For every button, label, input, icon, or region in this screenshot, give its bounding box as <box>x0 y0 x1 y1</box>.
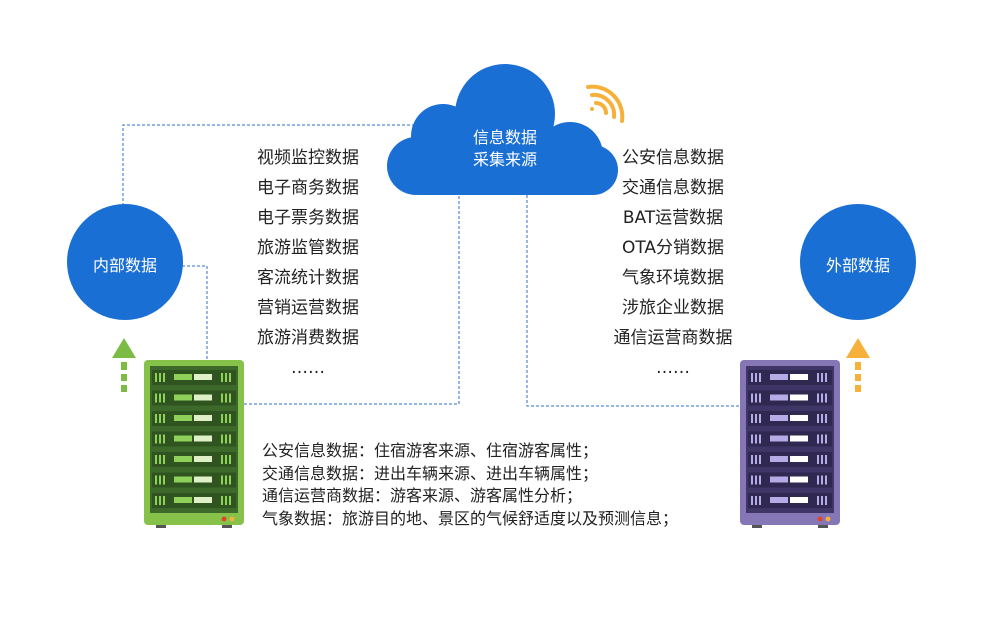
internal-source-item: 旅游消费数据 <box>257 328 359 348</box>
cloud-label-line1: 信息数据 <box>472 128 537 147</box>
internal-source-item: 旅游监管数据 <box>257 238 359 258</box>
internal-source-item: …… <box>291 358 325 378</box>
internal-data-label: 内部数据 <box>92 256 157 275</box>
external-source-item: 通信运营商数据 <box>613 328 733 348</box>
external-source-item: 公安信息数据 <box>622 148 724 168</box>
external-source-item: OTA分销数据 <box>621 238 725 258</box>
upload-arrow-icon-external <box>846 338 870 392</box>
external-data-label: 外部数据 <box>825 256 890 275</box>
note-item: 交通信息数据：进出车辆来源、进出车辆属性； <box>262 463 599 483</box>
connector-server-to-cloud <box>244 190 460 405</box>
external-source-item: 气象环境数据 <box>622 268 724 288</box>
connector-internal-to-server <box>182 265 208 360</box>
internal-data-circle <box>67 204 183 320</box>
internal-source-item: 客流统计数据 <box>257 268 359 288</box>
external-source-item: …… <box>656 358 690 378</box>
cloud-label: 信息数据 采集来源 <box>455 127 555 171</box>
connector-internal-to-cloud <box>122 124 415 206</box>
internal-source-item: 电子票务数据 <box>257 208 359 228</box>
server-icon-external <box>740 360 840 528</box>
internal-source-item: 营销运营数据 <box>257 298 359 318</box>
external-source-item: 涉旅企业数据 <box>622 298 724 318</box>
cloud-shape <box>387 64 618 195</box>
upload-arrow-icon <box>112 338 136 392</box>
external-sources-list: 公安信息数据交通信息数据 BAT运营数据 OTA分销数据气象环境数据涉旅企业数据通信… <box>598 143 748 383</box>
internal-sources-list: 视频监控数据电子商务数据电子票务数据旅游监管数据客流统计数据营销运营数据旅游消费… <box>238 143 378 383</box>
note-item: 气象数据：旅游目的地、景区的气候舒适度以及预测信息； <box>262 508 679 528</box>
external-source-item: 交通信息数据 <box>622 178 724 198</box>
internal-source-item: 视频监控数据 <box>257 148 359 168</box>
notes-list: 公安信息数据：住宿游客来源、住宿游客属性； 交通信息数据：进出车辆来源、进出车辆属… <box>262 440 678 530</box>
wifi-icon <box>586 84 625 123</box>
note-item: 通信运营商数据：游客来源、游客属性分析； <box>262 486 583 505</box>
external-source-item: BAT运营数据 <box>622 208 724 228</box>
cloud-label-line2: 采集来源 <box>472 150 537 169</box>
external-data-circle <box>800 204 916 320</box>
note-item: 公安信息数据：住宿游客来源、住宿游客属性； <box>262 441 599 460</box>
internal-source-item: 电子商务数据 <box>257 178 359 198</box>
connector-cloud-to-ext-server <box>526 190 740 407</box>
connector-lines <box>122 124 740 407</box>
server-icon <box>144 360 244 528</box>
